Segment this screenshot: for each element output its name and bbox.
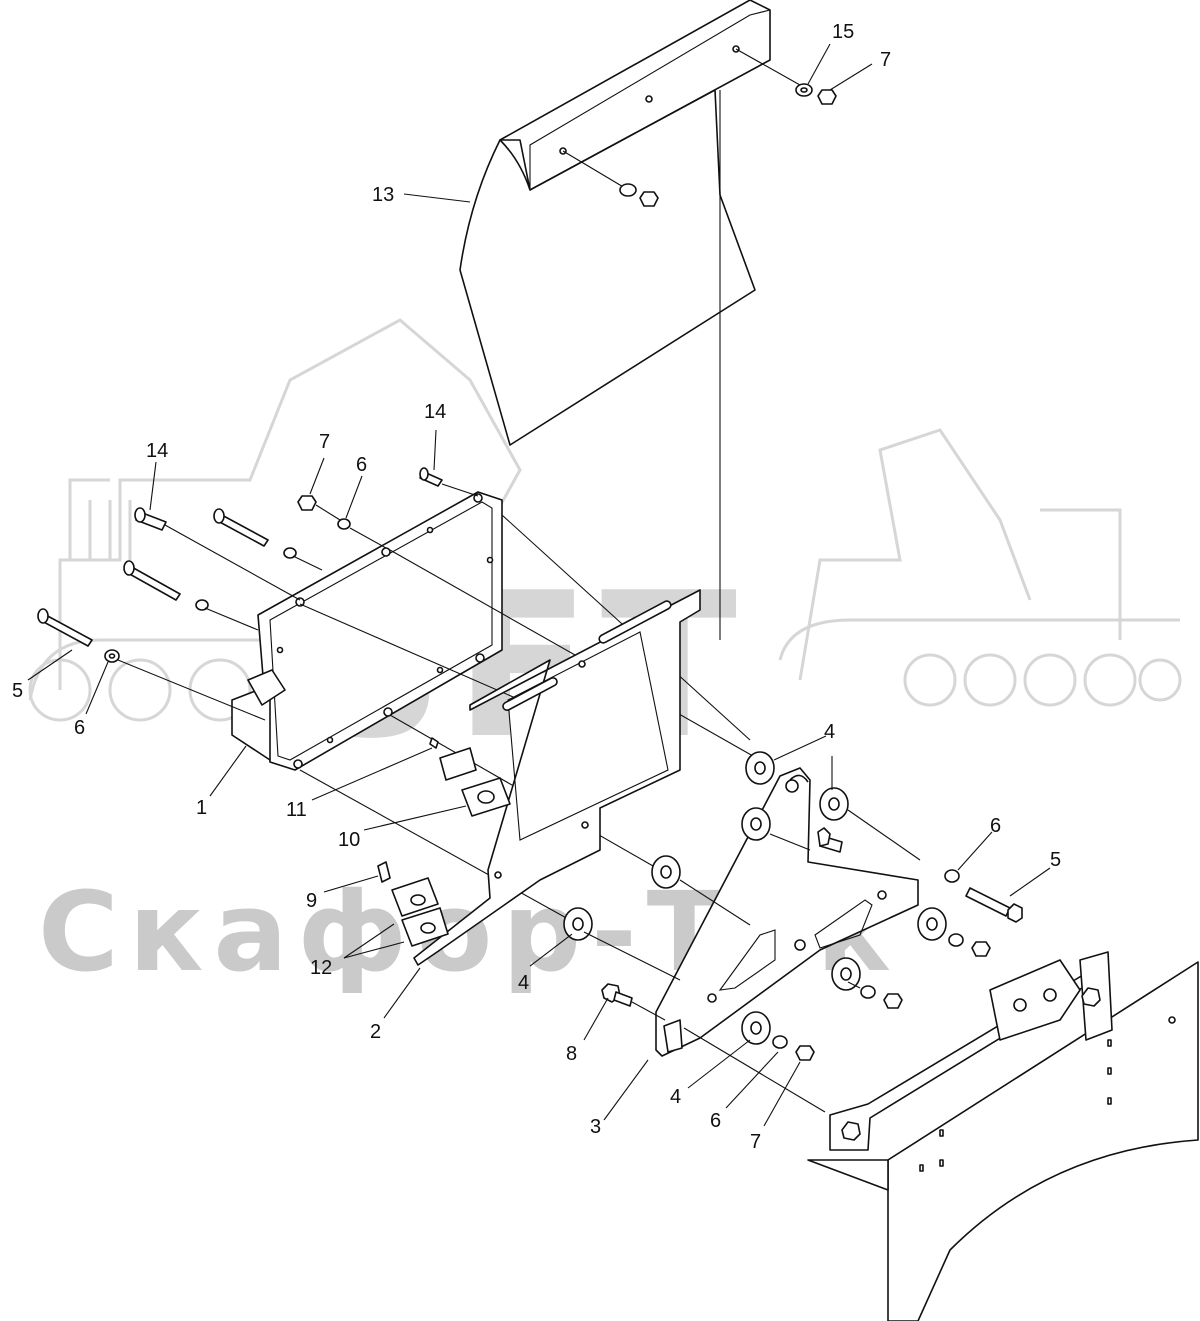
part-5-bolt-right xyxy=(965,887,1023,923)
spacer-7 xyxy=(831,957,861,991)
part-5-bolt-left xyxy=(37,608,93,647)
callout-15: 15 xyxy=(832,21,854,43)
callout-6-box: 6 xyxy=(356,454,367,476)
washers-nuts-right xyxy=(772,933,991,1061)
part-2-frame xyxy=(413,589,701,966)
callout-8: 8 xyxy=(566,1043,577,1065)
part-12-clamp-pair xyxy=(391,877,449,947)
callout-6-left: 6 xyxy=(74,717,85,739)
spacer-1 xyxy=(745,751,775,785)
part-7-nut-box xyxy=(297,495,317,511)
spacer-5 xyxy=(563,907,593,941)
callout-11: 11 xyxy=(286,799,307,821)
spacer-2 xyxy=(819,787,849,821)
spacer-3 xyxy=(741,807,771,841)
callout-6-right: 6 xyxy=(990,815,1001,837)
part-6-washer-right xyxy=(944,869,960,883)
callout-7-top: 7 xyxy=(880,49,891,71)
callout-1: 1 xyxy=(196,797,207,819)
mounting-frame xyxy=(807,951,1199,1321)
part-bolt-upper xyxy=(213,508,297,559)
part-14-bolt-top xyxy=(419,467,443,487)
callout-5-left: 5 xyxy=(12,680,23,702)
box-screws xyxy=(276,493,494,769)
part-7-nut-top xyxy=(817,89,837,105)
callout-7-bottom: 7 xyxy=(750,1131,761,1153)
part-1-controller-box xyxy=(231,491,503,771)
callout-2: 2 xyxy=(370,1021,381,1043)
callout-10: 10 xyxy=(338,829,360,851)
callout-3: 3 xyxy=(590,1116,601,1138)
spacer-8 xyxy=(741,1011,771,1045)
callout-9: 9 xyxy=(306,890,317,912)
callouts: 15 7 13 14 7 6 14 5 6 1 11 10 9 12 2 4 4… xyxy=(12,21,1061,1153)
part-bolt-mid xyxy=(123,560,209,611)
part-14-bolt-left xyxy=(134,507,167,531)
part-15-washer xyxy=(795,83,813,97)
part-6-washer-box xyxy=(337,518,351,530)
callout-5-right: 5 xyxy=(1050,849,1061,871)
spacer-4 xyxy=(651,855,681,889)
callout-leaders xyxy=(27,43,1051,1127)
watermark-machine-right-icon xyxy=(778,428,1182,707)
callout-12: 12 xyxy=(310,957,332,979)
callout-4-upper: 4 xyxy=(824,721,835,743)
callout-13: 13 xyxy=(372,184,394,206)
part-3-bracket xyxy=(655,767,919,1057)
spacer-6 xyxy=(917,907,947,941)
callout-14-top: 14 xyxy=(424,401,446,423)
callout-7-box: 7 xyxy=(319,431,330,453)
part-9-screw xyxy=(377,861,391,883)
watermark-machine-left-icon xyxy=(28,318,522,722)
part-11-clamp-top xyxy=(429,737,477,781)
callout-4-bottom: 4 xyxy=(670,1086,681,1108)
part-13-guard xyxy=(459,0,801,640)
part-10-clamp xyxy=(461,777,511,817)
callout-14-left: 14 xyxy=(146,440,168,462)
part-4-spacers xyxy=(563,751,947,1045)
bolt-bracket-upper xyxy=(817,827,843,853)
callout-6-bottom: 6 xyxy=(710,1110,721,1132)
part-6-washer-left xyxy=(104,649,120,663)
part-8-bolt xyxy=(601,983,633,1007)
guard-washer-lower xyxy=(619,183,659,207)
callout-4-left: 4 xyxy=(518,972,529,994)
